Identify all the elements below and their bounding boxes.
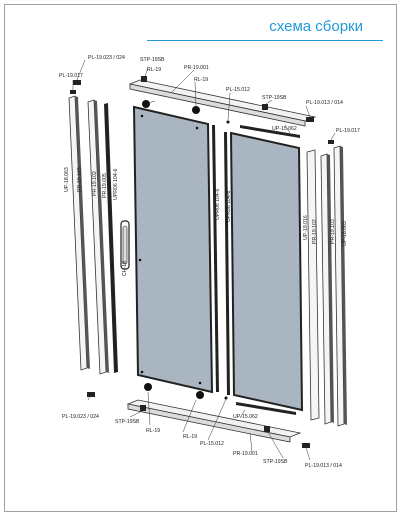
label-pl-017-right: PL-19.017: [336, 128, 360, 134]
label-pr-19-102-right: PR-19.102: [312, 219, 318, 244]
label-stp-19sb-bottom2: STP-19SB: [263, 459, 288, 465]
left-wall-profile-outer: [68, 95, 90, 371]
bottom-seal-dot: [224, 396, 228, 400]
leader-lines: [72, 59, 336, 461]
label-pr-19-001-bottom: PR-19.001: [233, 451, 258, 457]
left-wall-profile-inner: [104, 103, 118, 373]
title-underline: [147, 40, 383, 41]
bottom-roller-right: [196, 391, 204, 399]
right-wall-profile-middle: [320, 153, 334, 425]
top-stopper-right: [262, 104, 268, 110]
label-pl-013-014-bottom: PL-19.013 / 014: [305, 463, 342, 469]
label-stp-19sb-top2: STP-19SB: [262, 95, 287, 101]
label-stp-19sb-bottom: STP-19SB: [115, 419, 140, 425]
left-wall-profile-middle: [87, 99, 109, 375]
right-wall-cap-top: [306, 117, 334, 144]
label-rl-19-bottom: RL-19: [146, 428, 160, 434]
bottom-rail: [126, 399, 302, 443]
right-wall-profile-inner: [306, 149, 320, 421]
left-door-edge-profile: [212, 125, 219, 392]
label-pr-19-103-left: PR-19.103: [77, 167, 83, 192]
label-up-18-063-left: UP-18.063: [64, 167, 70, 192]
label-pl-15-012-bottom: PL-15.012: [200, 441, 224, 447]
label-up-15-062-top: UP-15.062: [272, 126, 297, 132]
bottom-stopper-right: [264, 426, 270, 432]
label-upr06-104-mid2: UPR06 104-6: [226, 190, 232, 222]
label-up-18-063-right: UP-18.063: [342, 221, 348, 246]
top-seal-dot: [226, 120, 230, 124]
label-pr-19-103-right: PR-19.103: [330, 219, 336, 244]
top-rail: [128, 79, 317, 127]
label-upr06-104-mid: UPR06 104-6: [215, 188, 221, 220]
label-pl-017-left: PL-19.017: [59, 73, 83, 79]
left-wall-cap-bottom: [87, 392, 95, 397]
diagram-frame: [4, 4, 397, 512]
label-pr-19-001-top: PR-19.001: [184, 65, 209, 71]
label-up-15-062-bottom: UP-15.062: [233, 414, 258, 420]
right-wall-cap-bottom: [302, 443, 310, 448]
label-pl-15-012-top: PL-15.012: [226, 87, 250, 93]
label-pl-013-014-top: PL-19.013 / 014: [306, 100, 343, 106]
left-wall-cap-top: [70, 80, 81, 94]
left-door-glass: [132, 105, 214, 394]
label-pr-19-005: PR-19.005: [102, 173, 108, 198]
label-ch-18: CH-18: [122, 261, 128, 276]
bottom-seal-strip: [236, 402, 296, 415]
top-seal-strip: [240, 125, 300, 138]
top-roller-left: [142, 100, 150, 108]
label-rl-19-top2: RL-19: [194, 77, 208, 83]
label-up-19-016: UP-19.016: [303, 215, 309, 240]
right-wall-profile-outer: [333, 145, 347, 427]
label-stp-19sb-top: STP-19SB: [140, 57, 165, 63]
top-stopper-left: [141, 76, 147, 82]
right-door-edge-profile: [224, 132, 230, 395]
label-upr06-104-left: UPR06 104-6: [113, 168, 119, 200]
label-rl-19-top: RL-19: [147, 67, 161, 73]
right-door-glass: [229, 131, 304, 412]
bottom-stopper-left: [140, 405, 146, 411]
bottom-roller-left: [144, 383, 152, 391]
label-pl-023-024-bottom: PL-19.023 / 024: [62, 414, 99, 420]
label-rl-19-bottom2: RL-19: [183, 434, 197, 440]
left-door-dots: [138, 114, 202, 385]
label-pr-19-102-left: PR-19.102: [92, 171, 98, 196]
door-handle: [120, 220, 130, 270]
diagram-title: схема сборки: [269, 18, 363, 35]
label-pl-023-024-top: PL-19.023 / 024: [88, 55, 125, 61]
top-roller-right: [192, 106, 200, 114]
